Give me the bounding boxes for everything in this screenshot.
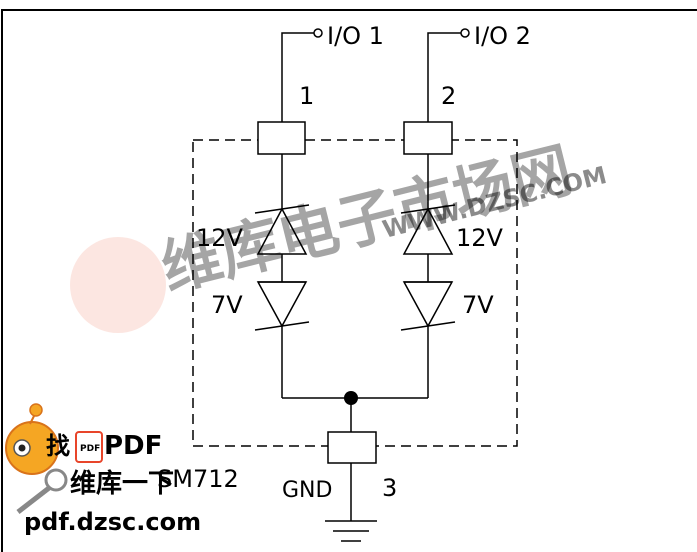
logo-pdf-icon <box>75 431 103 463</box>
pin1-label: 1 <box>299 82 314 110</box>
io1-label: I/O 1 <box>327 22 384 50</box>
logo-mascot-antenna-ball <box>29 403 43 417</box>
site-logo: 找 PDF PDF 维库一下 pdf.dzsc.com <box>5 403 201 536</box>
frame-border <box>1 9 697 552</box>
io2-wire <box>427 32 461 122</box>
ground-branch <box>282 391 428 542</box>
tvs12-right-label: 12V <box>456 224 504 252</box>
tvs7-left-label: 7V <box>211 291 243 319</box>
logo-mascot-pupil <box>18 444 26 452</box>
io1-branch <box>254 28 323 398</box>
gnd-label: GND <box>282 478 332 503</box>
logo-magnifier-lens <box>44 468 68 492</box>
pin1-box <box>257 121 306 155</box>
zener-7v-left-body <box>256 281 308 328</box>
tvs7-right-label: 7V <box>462 291 494 319</box>
tvs12-left-label: 12V <box>196 224 244 252</box>
logo-line1-find: 找 <box>46 432 70 460</box>
io2-terminal <box>460 28 470 38</box>
watermark-chinese: 维库电子市场网 <box>155 135 579 305</box>
watermark-logo-circle <box>70 237 166 333</box>
part-label: SM712 <box>157 465 239 493</box>
logo-pdf-icon-text: PDF <box>80 444 100 454</box>
io1-wire <box>281 32 314 122</box>
pin3-box <box>327 431 377 464</box>
pin2-box <box>403 121 453 155</box>
pin2-label: 2 <box>441 82 456 110</box>
logo-line1-pdf: PDF <box>104 431 162 461</box>
logo-mascot-antenna <box>29 415 35 425</box>
logo-url: pdf.dzsc.com <box>24 508 201 536</box>
logo-magnifier-handle <box>16 486 51 514</box>
io2-branch <box>400 28 470 398</box>
logo-line2: 维库一下 <box>70 468 174 499</box>
io1-terminal <box>313 28 323 38</box>
io2-label: I/O 2 <box>474 22 531 50</box>
watermark: 维库电子市场网 WWW.DZSC.COM <box>70 135 609 333</box>
pin3-label: 3 <box>382 474 397 502</box>
zener-7v-right-body <box>402 281 454 328</box>
